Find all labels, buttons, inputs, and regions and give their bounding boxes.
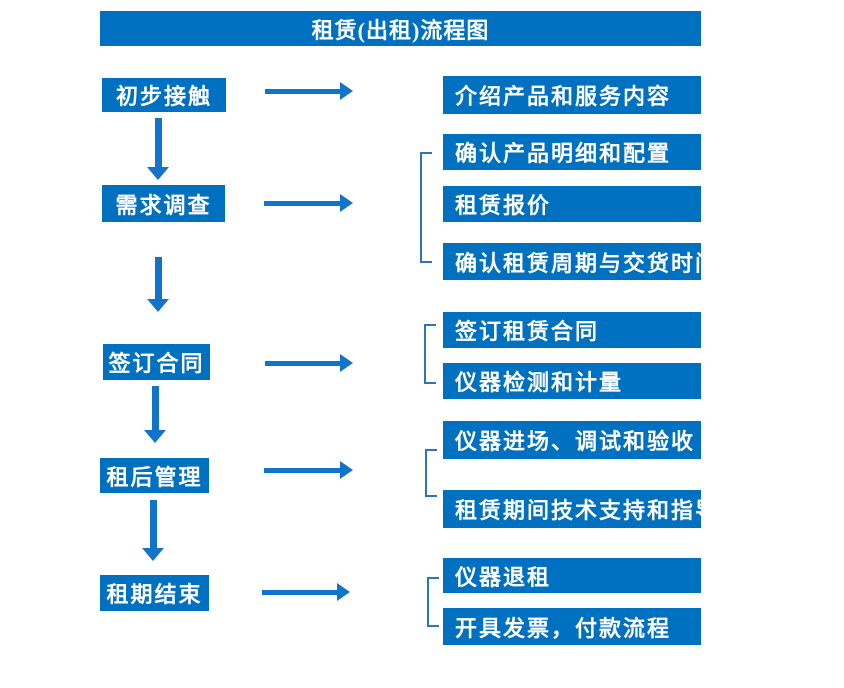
bracket-group-contract-signing <box>424 324 436 384</box>
detail-box-instrument-return: 仪器退租 <box>443 558 701 593</box>
detail-label: 介绍产品和服务内容 <box>455 84 672 109</box>
step-label: 签订合同 <box>108 351 205 376</box>
detail-label: 仪器进场、调试和验收 <box>455 429 696 454</box>
detail-box-confirm-rental-period-delivery: 确认租赁周期与交货时间 <box>443 243 717 280</box>
detail-label: 签订租赁合同 <box>455 319 600 344</box>
step-label: 租期结束 <box>106 582 203 607</box>
step-box-rental-period-end: 租期结束 <box>100 575 209 611</box>
step-box-demand-survey: 需求调查 <box>102 185 225 222</box>
arrow-down-icon-2 <box>147 257 169 312</box>
detail-box-rental-technical-support: 租赁期间技术支持和指导 <box>443 490 717 528</box>
detail-box-instrument-setup-acceptance: 仪器进场、调试和验收 <box>443 421 701 459</box>
detail-box-invoice-payment-process: 开具发票，付款流程 <box>443 608 701 645</box>
step-label: 需求调查 <box>115 192 212 218</box>
arrow-right-icon-4 <box>264 461 353 479</box>
detail-box-introduce-products-services: 介绍产品和服务内容 <box>443 76 701 114</box>
arrow-down-icon-3 <box>144 386 166 443</box>
step-box-post-rental-management: 租后管理 <box>100 458 209 493</box>
step-label: 租后管理 <box>106 464 203 490</box>
detail-box-rental-quotation: 租赁报价 <box>443 186 701 222</box>
arrow-down-icon-1 <box>147 118 169 180</box>
detail-label: 仪器退租 <box>455 564 552 590</box>
step-box-contract-signing: 签订合同 <box>103 344 210 380</box>
step-label: 初步接触 <box>115 84 212 109</box>
detail-label: 确认租赁周期与交货时间 <box>455 250 720 276</box>
detail-box-sign-rental-contract: 签订租赁合同 <box>443 312 701 348</box>
arrow-right-icon-1 <box>265 82 353 100</box>
detail-label: 开具发票，付款流程 <box>455 615 672 641</box>
detail-box-confirm-product-details: 确认产品明细和配置 <box>443 134 701 170</box>
arrow-right-icon-5 <box>262 583 350 601</box>
detail-label: 仪器检测和计量 <box>455 370 624 395</box>
detail-label: 租赁报价 <box>455 193 552 218</box>
arrow-right-icon-3 <box>265 354 353 372</box>
step-box-initial-contact: 初步接触 <box>102 78 226 112</box>
bracket-group-post-rental <box>425 449 437 497</box>
flowchart-title-bar: 租赁(出租)流程图 <box>100 11 701 46</box>
flowchart-title: 租赁(出租)流程图 <box>311 17 490 43</box>
detail-label: 租赁期间技术支持和指导 <box>455 498 720 523</box>
arrow-right-icon-2 <box>264 194 353 212</box>
detail-box-instrument-inspection-measurement: 仪器检测和计量 <box>443 363 701 399</box>
arrow-down-icon-4 <box>142 500 164 561</box>
bracket-group-rental-end <box>427 577 439 627</box>
bracket-group-demand-survey <box>420 152 432 263</box>
detail-label: 确认产品明细和配置 <box>455 141 672 166</box>
